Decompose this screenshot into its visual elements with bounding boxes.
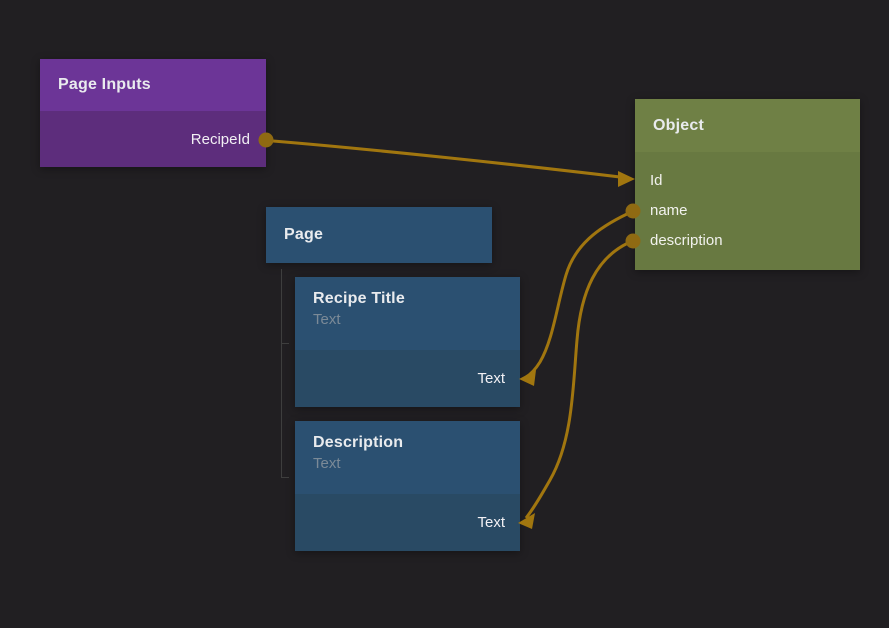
input-label-text: Text — [477, 514, 505, 531]
node-title: Description — [313, 434, 404, 451]
field-label: Id — [650, 171, 663, 189]
node-recipe-title[interactable]: Recipe Title Text Text — [295, 277, 520, 407]
input-label-text: Text — [477, 370, 505, 387]
node-description-header[interactable]: Description Text — [295, 421, 520, 494]
node-description-input-row[interactable]: Text — [295, 494, 520, 551]
node-title: Object — [653, 116, 704, 134]
node-page-inputs-output-row[interactable]: RecipeId — [40, 111, 266, 167]
edge-description-to-description-text[interactable] — [524, 241, 629, 519]
node-title: Page — [284, 226, 324, 243]
edge-name-to-recipe-title-text[interactable] — [525, 212, 628, 379]
object-field-description[interactable]: description — [635, 225, 860, 255]
node-object-fields: Id name description — [635, 152, 860, 270]
object-field-name[interactable]: name — [635, 195, 860, 225]
edge-name-arrowhead — [519, 370, 536, 386]
node-recipe-title-header[interactable]: Recipe Title Text — [295, 277, 520, 350]
node-type-label: Text — [313, 311, 341, 328]
node-title: Recipe Title — [313, 290, 405, 307]
node-object-header[interactable]: Object — [635, 99, 860, 152]
object-field-id[interactable]: Id — [635, 165, 860, 195]
edge-recipeid-to-id-arrowhead — [618, 171, 635, 187]
node-page-header[interactable]: Page — [266, 207, 492, 263]
node-recipe-title-input-row[interactable]: Text — [295, 350, 520, 407]
node-page-inputs[interactable]: Page Inputs RecipeId — [40, 59, 266, 167]
tree-connector-line — [281, 269, 289, 478]
node-object[interactable]: Object Id name description — [635, 99, 860, 270]
node-description[interactable]: Description Text Text — [295, 421, 520, 551]
field-label: name — [650, 201, 688, 219]
node-page-inputs-header[interactable]: Page Inputs — [40, 59, 266, 111]
node-type-label: Text — [313, 455, 341, 472]
node-page[interactable]: Page — [266, 207, 492, 263]
output-label-recipeid: RecipeId — [190, 130, 250, 148]
node-title: Page Inputs — [58, 76, 151, 93]
edge-recipeid-to-id[interactable] — [272, 139, 621, 179]
edge-description-arrowhead — [518, 513, 535, 529]
field-label: description — [650, 231, 723, 249]
